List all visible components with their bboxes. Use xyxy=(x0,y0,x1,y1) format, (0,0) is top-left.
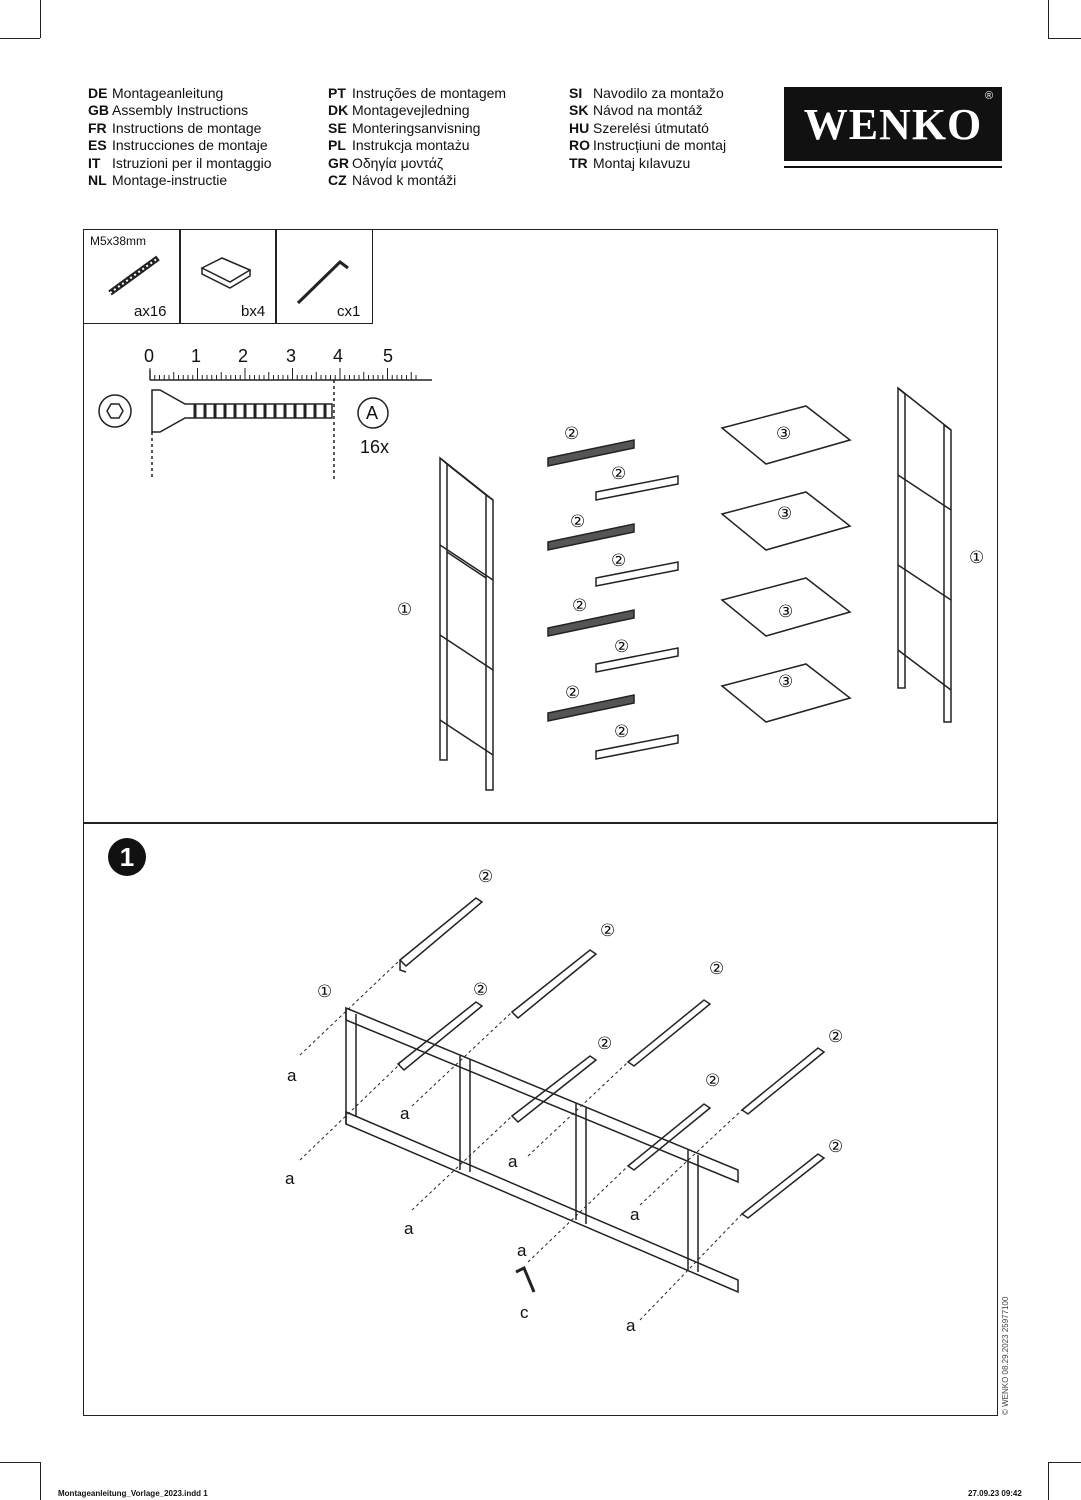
crop-mark xyxy=(1048,0,1049,38)
step1-frame xyxy=(345,1006,739,1294)
ruler-tick-3: 3 xyxy=(286,346,297,366)
part-a-qty: ax16 xyxy=(134,303,167,320)
logo-underline xyxy=(784,166,1002,168)
label-screw-a: a xyxy=(404,1219,414,1238)
shelves xyxy=(720,405,852,723)
screw-quantity: 16x xyxy=(360,437,390,457)
section-divider xyxy=(83,822,997,824)
label-screw-a: a xyxy=(287,1066,297,1085)
wenko-logo: WENKO xyxy=(784,87,1002,161)
label-part-2: ② xyxy=(600,921,616,940)
label-screw-a: a xyxy=(508,1152,518,1171)
crop-mark xyxy=(0,38,40,39)
label-part-2: ② xyxy=(611,464,627,483)
label-part-2: ② xyxy=(478,867,494,886)
part-b-qty: bx4 xyxy=(241,303,266,320)
screw-actual-size xyxy=(151,380,335,480)
label-part-3: ③ xyxy=(777,504,793,523)
screw-spec: M5x38mm xyxy=(90,234,147,248)
label-screw-a: a xyxy=(517,1241,527,1260)
label-part-3: ③ xyxy=(778,672,794,691)
imprint-text: © WENKO 08.29.2023 25977100 xyxy=(1001,1296,1010,1415)
label-part-2: ② xyxy=(565,683,581,702)
label-part-2: ② xyxy=(705,1071,721,1090)
footer-date: 27.09.23 09:42 xyxy=(968,1489,1022,1498)
ruler-tick-5: 5 xyxy=(383,346,394,366)
label-part-1: ① xyxy=(969,548,985,567)
registered-mark: ® xyxy=(985,90,994,102)
label-part-2: ② xyxy=(564,424,580,443)
crop-mark xyxy=(1048,38,1081,39)
screw-icon xyxy=(108,255,160,296)
part-c-cell xyxy=(275,229,373,324)
allen-key-icon xyxy=(515,1265,536,1293)
label-part-2: ② xyxy=(597,1034,613,1053)
footer-filename: Montageanleitung_Vorlage_2023.indd 1 xyxy=(58,1489,208,1498)
ruler-tick-4: 4 xyxy=(333,346,344,366)
label-part-2: ② xyxy=(611,551,627,570)
label-part-3: ③ xyxy=(778,602,794,621)
label-screw-a: a xyxy=(285,1169,295,1188)
crop-mark xyxy=(40,0,41,38)
label-part-2: ② xyxy=(828,1027,844,1046)
label-screw-a: a xyxy=(630,1205,640,1224)
label-screw-a: a xyxy=(626,1316,636,1335)
ruler-tick-1: 1 xyxy=(191,346,202,366)
side-frame-right xyxy=(897,386,952,723)
allen-key-icon xyxy=(296,260,349,305)
crop-mark xyxy=(40,1462,41,1500)
part-a-cell xyxy=(83,229,181,324)
side-frame-left xyxy=(439,456,494,791)
crop-mark xyxy=(1048,1462,1049,1500)
rails xyxy=(547,439,679,760)
part-b-cell xyxy=(179,229,277,324)
crop-mark xyxy=(1048,1462,1081,1463)
label-part-2: ② xyxy=(614,722,630,741)
label-part-3: ③ xyxy=(776,424,792,443)
hex-head-icon xyxy=(98,394,132,428)
label-screw-a: a xyxy=(400,1104,410,1123)
label-part-1: ① xyxy=(397,600,413,619)
screw-guides xyxy=(299,959,743,1321)
label-part-2: ② xyxy=(828,1137,844,1156)
ruler-tick-0: 0 xyxy=(144,346,155,366)
label-part-2: ② xyxy=(473,980,489,999)
step1-rails xyxy=(396,897,826,1219)
label-part-2: ② xyxy=(570,512,586,531)
label-part-2: ② xyxy=(614,637,630,656)
label-part-2: ② xyxy=(572,596,588,615)
label-allen-key-c: c xyxy=(520,1303,529,1322)
part-label-a: A xyxy=(366,403,379,423)
label-part-2: ② xyxy=(709,959,725,978)
part-c-qty: cx1 xyxy=(337,303,361,320)
step-number: 1 xyxy=(108,838,146,876)
part-a-circle xyxy=(357,397,389,429)
ruler-tick-2: 2 xyxy=(238,346,249,366)
spacer-pad-icon xyxy=(200,257,252,289)
crop-mark xyxy=(0,1462,40,1463)
label-part-1: ① xyxy=(317,982,333,1001)
